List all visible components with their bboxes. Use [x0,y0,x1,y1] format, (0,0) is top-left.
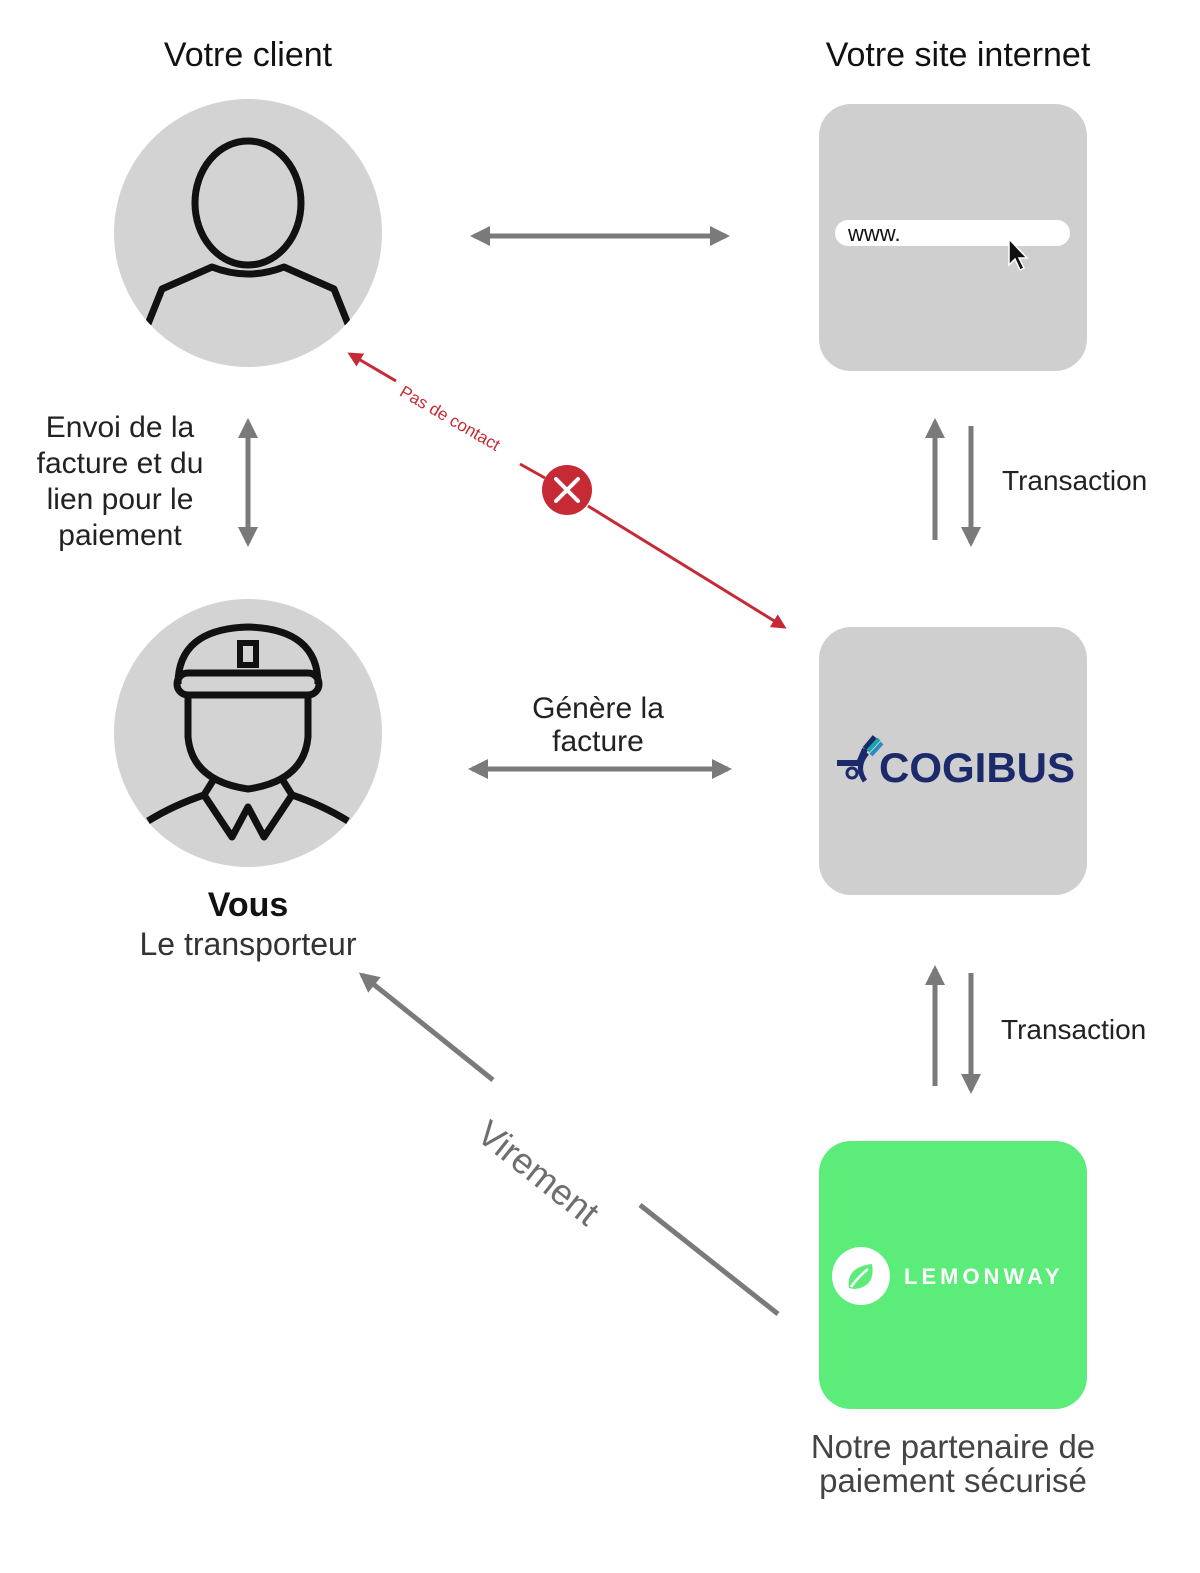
cogibus-node: COGIBUS [819,627,1087,895]
invoice-link-line3: lien pour le [46,483,194,516]
cogibus-mark-icon [837,735,884,783]
leaf-icon [832,1247,890,1305]
lemonway-node: LEMONWAY [819,1141,1087,1409]
person-icon [144,137,352,326]
transaction-bottom-label: Transaction [1001,1014,1147,1045]
url-text: www. [848,221,901,246]
transaction-top-label: Transaction [1002,465,1148,496]
driver-icon [146,623,350,841]
website-title: Votre site internet [825,36,1091,74]
client-node [114,99,382,367]
website-node: www. [819,104,1087,371]
partner-caption-line2: paiement sécurisé [819,1462,1087,1499]
invoice-link-line2: facture et du [36,447,204,480]
invoice-link-line4: paiement [58,519,182,552]
lemonway-logo-text: LEMONWAY [904,1264,1064,1289]
url-bar [835,220,1070,246]
generate-invoice-line2: facture [552,725,644,758]
cogibus-logo-text: COGIBUS [879,744,1076,791]
no-contact-cross-icon [542,465,592,515]
no-contact-arrow-upper [347,352,397,383]
no-contact-arrow-lower [587,504,787,629]
invoice-link-label: Envoi de la facture et du lien pour le p… [10,410,230,554]
invoice-link-line1: Envoi de la [45,411,195,444]
carrier-name: Vous [207,886,289,924]
client-title: Votre client [163,36,333,74]
generate-invoice-label: Génère la facture [470,692,726,758]
generate-invoice-line1: Génère la [532,692,664,725]
transfer-arrow-lower [638,1203,780,1316]
partner-caption: Notre partenaire de paiement sécurisé [760,1430,1146,1498]
cursor-icon [1008,237,1029,272]
partner-caption-line1: Notre partenaire de [810,1428,1096,1465]
transfer-arrow-upper [358,972,495,1082]
carrier-role: Le transporteur [139,926,357,962]
no-contact-arrow-mid [519,462,546,480]
carrier-node [114,599,382,867]
